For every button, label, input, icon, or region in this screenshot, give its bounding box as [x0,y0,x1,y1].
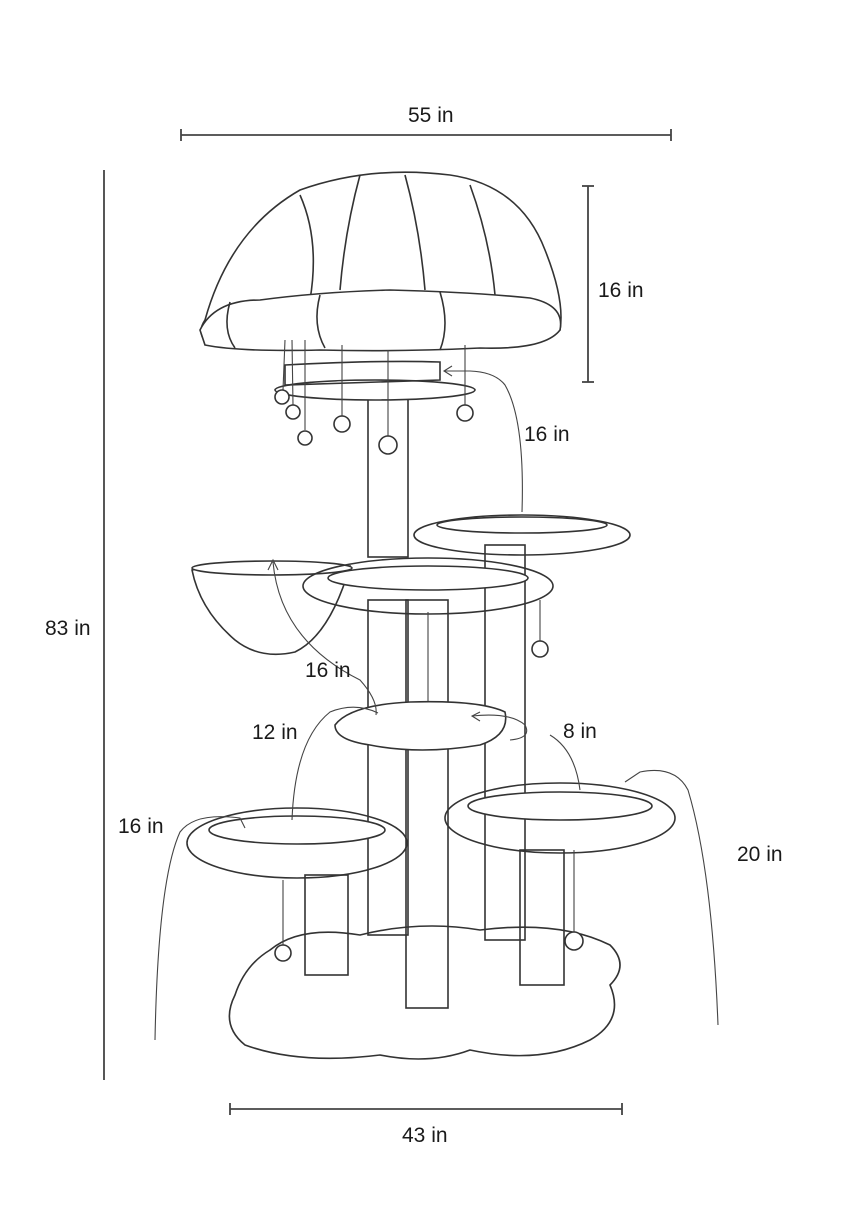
left-perch [186,807,408,962]
label-canopy-to-upper-perch: 16 in [524,423,570,446]
dimension-canopy-height [582,185,594,383]
label-top-width: 55 in [408,104,454,127]
label-left-perch-to-base: 16 in [118,815,164,838]
spacing-arrows [154,365,719,1041]
label-middle-to-left-perch: 12 in [252,721,298,744]
mushroom-canopy [199,171,562,401]
upper-right-perch [413,514,631,556]
middle-large-perch [302,557,554,723]
label-canopy-height: 16 in [598,279,644,302]
label-middle-to-right-perch: 8 in [563,720,597,743]
label-base-width: 43 in [402,1124,448,1147]
label-total-height: 83 in [45,617,91,640]
dimension-top-width [180,129,672,141]
dimension-base-width [229,1103,623,1115]
label-hammock-to-middle: 16 in [305,659,351,682]
hanging-toys-canopy [274,339,474,455]
label-right-perch-to-base: 20 in [737,843,783,866]
right-perch [444,782,676,951]
sisal-posts [304,396,565,1009]
plush-base [228,925,621,1060]
middle-oval-platform [334,700,507,751]
hammock-basket [191,560,353,656]
